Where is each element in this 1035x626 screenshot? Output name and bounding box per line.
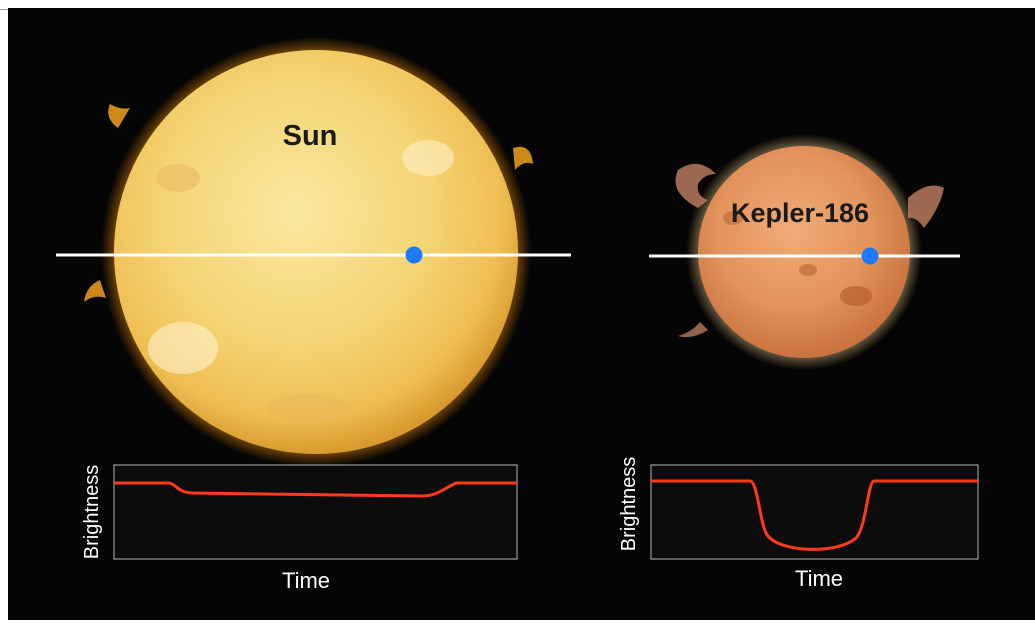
sun-curve-frame [113, 464, 518, 560]
kepler-starspot [840, 286, 872, 306]
kepler-star: Kepler-186 [649, 134, 960, 370]
kepler-x-axis-label: Time [795, 566, 843, 591]
sun-prominence [108, 104, 130, 128]
kepler-label: Kepler-186 [731, 198, 869, 228]
kepler-prominence [675, 163, 716, 208]
kepler-starspot [723, 211, 743, 225]
sun-light-curve: Brightness Time [81, 464, 518, 593]
kepler-light-curve: Brightness Time [618, 457, 979, 591]
sun-prominence [513, 146, 533, 170]
sun-facula [148, 322, 218, 374]
sun-prominence [84, 280, 106, 302]
sun-spot-region [268, 394, 348, 422]
sun-facula [402, 140, 454, 176]
kepler-curve-line [651, 479, 978, 551]
kepler-starspot [799, 264, 817, 276]
sun-star: Sun [56, 37, 571, 467]
sun-x-axis-label: Time [282, 568, 330, 593]
sun-planet-dot [405, 246, 423, 264]
sun-y-axis-label: Brightness [81, 465, 103, 560]
sun-curve-line [114, 481, 517, 498]
sun-disk [114, 50, 518, 454]
diagram-svg: Sun Kepler-186 Brightness Time Brightnes… [56, 37, 979, 593]
sun-spot-region [156, 164, 200, 192]
transit-diagram: Sun Kepler-186 Brightness Time Brightnes… [8, 8, 1035, 620]
sun-label: Sun [283, 120, 338, 152]
kepler-curve-frame [650, 464, 979, 560]
kepler-planet-dot [861, 247, 879, 265]
kepler-prominence [678, 322, 708, 338]
kepler-disk [698, 146, 910, 358]
kepler-prominence [908, 185, 944, 228]
kepler-y-axis-label: Brightness [618, 457, 640, 552]
